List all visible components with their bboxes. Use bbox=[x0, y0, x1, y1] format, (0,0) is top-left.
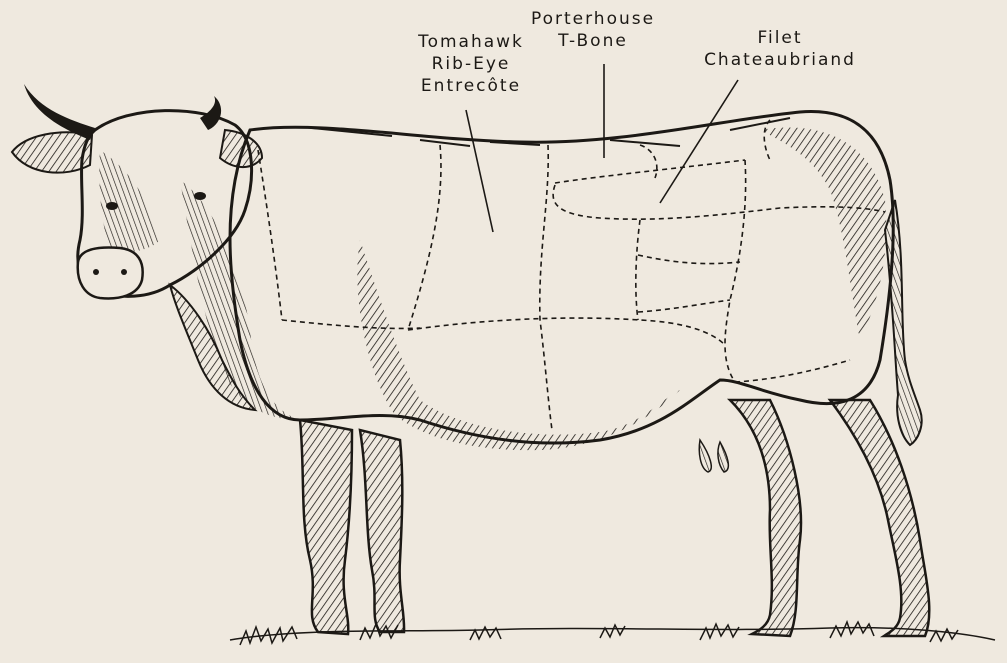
cut-label-line: Tomahawk bbox=[398, 31, 544, 53]
cut-line-mid bbox=[408, 318, 725, 345]
cut-line-sirloin bbox=[636, 220, 640, 320]
cut-label-line: Rib-Eye bbox=[398, 53, 544, 75]
cut-label-line: Entrecôte bbox=[398, 75, 544, 97]
cut-label-line: Chateaubriand bbox=[690, 49, 870, 71]
cut-lines bbox=[258, 120, 885, 430]
cut-label-filet: Filet Chateaubriand bbox=[690, 27, 870, 71]
cut-line-back bbox=[640, 145, 657, 178]
cut-label-ribeye: Tomahawk Rib-Eye Entrecôte bbox=[398, 31, 544, 97]
cut-line-rump bbox=[764, 120, 770, 160]
cut-line-hind bbox=[735, 360, 850, 382]
right-ear-icon bbox=[220, 130, 262, 167]
leader-line-ribeye bbox=[466, 110, 493, 232]
cow-tail bbox=[885, 200, 922, 445]
cut-line-sirloin-low bbox=[638, 300, 730, 312]
body-shading bbox=[180, 128, 886, 451]
eye-icon bbox=[106, 202, 118, 210]
cut-line-shoulder-bottom bbox=[282, 320, 420, 328]
cow-legs bbox=[300, 400, 929, 636]
cut-line-round bbox=[725, 160, 746, 382]
cut-label-porterhouse: Porterhouse T-Bone bbox=[528, 8, 658, 52]
left-ear-icon bbox=[12, 132, 92, 172]
cut-line-loin-top bbox=[555, 160, 745, 183]
cut-label-line: Filet bbox=[690, 27, 870, 49]
cut-line-neck bbox=[258, 150, 282, 320]
cut-line-sirloin-mid bbox=[638, 255, 740, 264]
eye-icon bbox=[194, 192, 206, 200]
cow-udder bbox=[699, 440, 728, 472]
cut-line-chuck bbox=[408, 145, 441, 330]
cut-line-rib bbox=[540, 145, 552, 430]
cut-label-line: T-Bone bbox=[528, 30, 658, 52]
cut-label-line: Porterhouse bbox=[528, 8, 658, 30]
cow-body bbox=[230, 112, 893, 444]
cow-muzzle bbox=[78, 248, 143, 299]
leader-line-filet bbox=[660, 80, 738, 203]
